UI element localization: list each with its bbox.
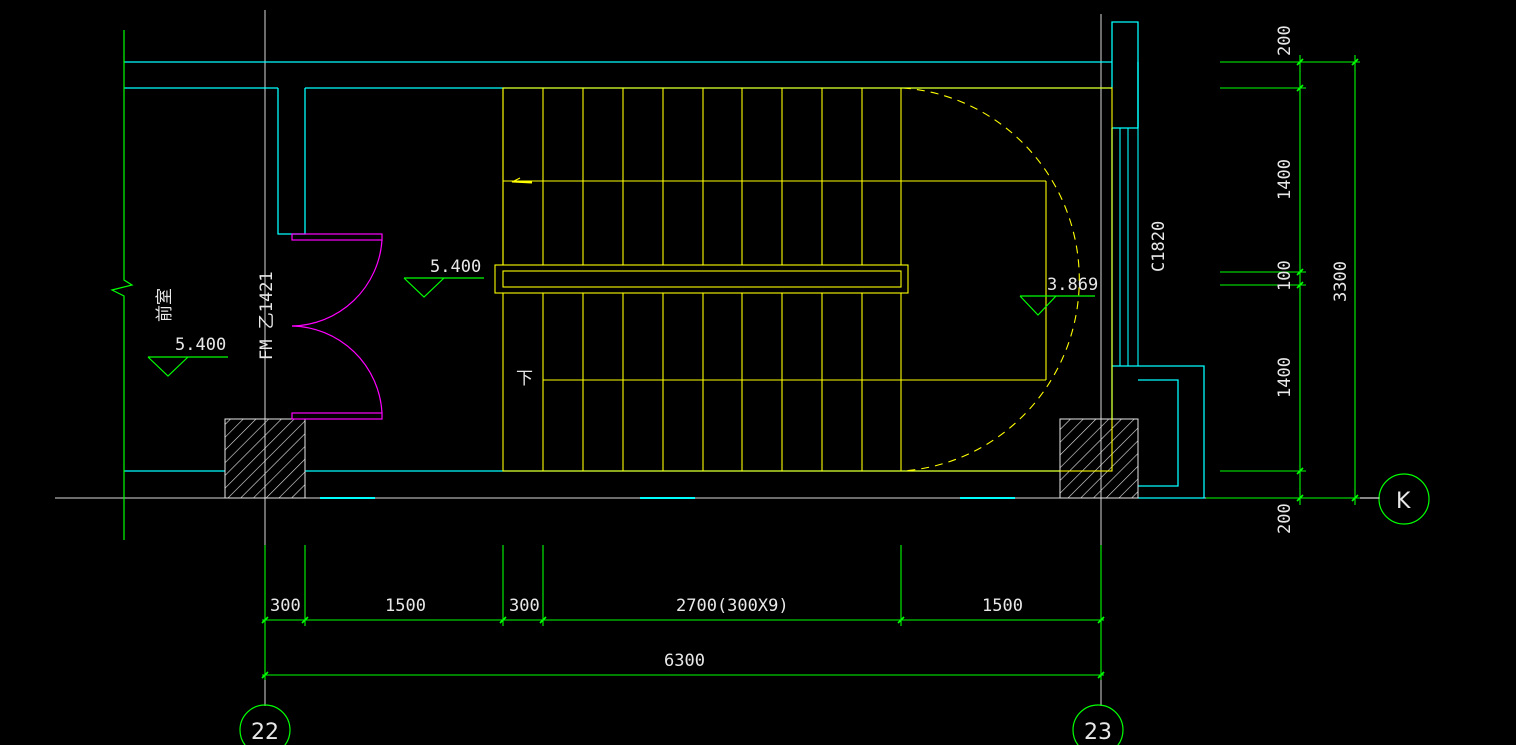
elevation-landing-right: 3.869 <box>1047 275 1098 295</box>
dimension-texts-vertical: 200 1400 100 1400 200 3300 <box>1275 25 1351 534</box>
dimensions-vertical <box>1206 55 1360 505</box>
break-line <box>110 30 134 540</box>
room-label: 前室 <box>155 288 175 322</box>
dim-v-3: 100 <box>1275 260 1295 291</box>
dim-v-5: 200 <box>1275 503 1295 534</box>
axis-label-22: 22 <box>251 720 279 745</box>
dim-h-total: 6300 <box>664 651 705 671</box>
dim-v-4: 1400 <box>1275 357 1295 398</box>
window-label: C1820 <box>1149 221 1169 272</box>
dimension-texts-horizontal: 300 1500 300 2700(300X9) 1500 6300 <box>270 596 1023 671</box>
dim-v-1: 200 <box>1275 25 1295 56</box>
elevation-landing-left: 5.400 <box>430 257 481 277</box>
column-right <box>1059 418 1139 499</box>
structural-columns <box>224 418 1139 499</box>
door-label: FM 乙1421 <box>257 271 277 360</box>
stair-down-label: 下 <box>516 369 533 389</box>
dim-h-5: 1500 <box>982 596 1023 616</box>
dim-v-2: 1400 <box>1275 159 1295 200</box>
axis-bubble-23 <box>1072 704 1124 745</box>
elevation-markers <box>147 277 1095 377</box>
axis-label-k: K <box>1396 489 1411 514</box>
axis-bubbles <box>239 473 1430 745</box>
dim-h-4: 2700(300X9) <box>676 596 789 616</box>
column-left <box>224 418 306 499</box>
dim-h-2: 1500 <box>385 596 426 616</box>
stair-handrail <box>494 264 909 294</box>
dim-v-total: 3300 <box>1331 261 1351 302</box>
dim-h-1: 300 <box>270 596 301 616</box>
door-fm <box>291 233 383 420</box>
dimensions-horizontal <box>261 545 1105 680</box>
elevation-room: 5.400 <box>175 335 226 355</box>
stair <box>494 87 1113 472</box>
axis-bubble-22 <box>239 704 291 745</box>
dim-h-3: 300 <box>509 596 540 616</box>
axis-bubble-k <box>1378 473 1430 525</box>
landing-arc <box>902 87 1080 472</box>
window-c1820 <box>1112 127 1139 366</box>
axis-label-23: 23 <box>1084 720 1112 745</box>
